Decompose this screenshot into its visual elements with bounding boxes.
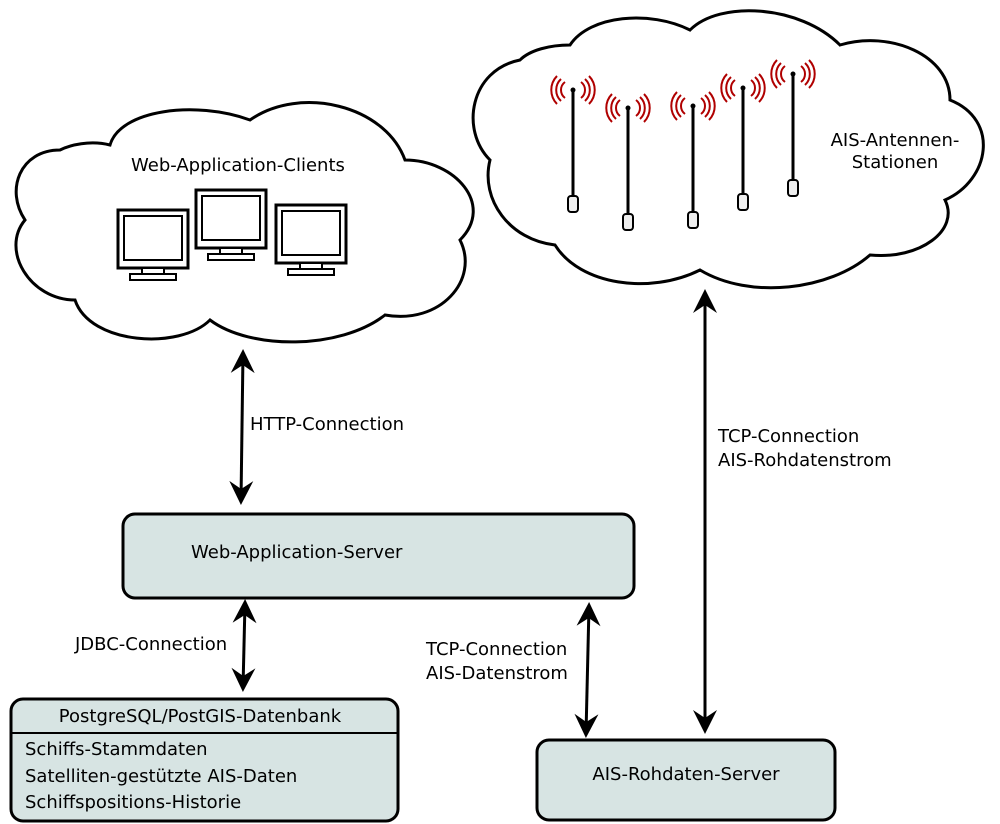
http-connection-arrow xyxy=(229,349,255,505)
database-item: Satelliten-gestützte AIS-Daten xyxy=(25,766,297,787)
database-box xyxy=(9,697,400,823)
database-item: Schiffspositions-Historie xyxy=(25,792,241,813)
jdbc-connection-label: JDBC-Connection xyxy=(74,634,227,655)
clients-cloud-label: Web-Application-Clients xyxy=(131,155,345,176)
database-title: PostgreSQL/PostGIS-Datenbank xyxy=(59,706,342,727)
web-application-server-box xyxy=(121,512,636,600)
ais-raw-data-server-label: AIS-Rohdaten-Server xyxy=(592,764,780,785)
tcp-raw-connection-label-line1: TCP-Connection xyxy=(717,426,859,447)
antennas-cloud xyxy=(471,9,985,290)
tcp-stream-connection-arrow xyxy=(574,602,601,738)
tcp-raw-connection-label-line2: AIS-Rohdatenstrom xyxy=(718,450,892,471)
antennas-cloud-label-line1: AIS-Antennen- xyxy=(831,130,960,151)
http-connection-label: HTTP-Connection xyxy=(250,414,404,435)
web-application-server-label: Web-Application-Server xyxy=(191,542,403,563)
tcp-stream-connection-label-line2: AIS-Datenstrom xyxy=(426,663,568,684)
ais-raw-data-server-box xyxy=(535,738,837,822)
jdbc-connection-arrow xyxy=(231,599,257,692)
antennas-cloud-label-line2: Stationen xyxy=(852,152,938,173)
database-item: Schiffs-Stammdaten xyxy=(25,739,208,760)
tcp-stream-connection-label-line1: TCP-Connection xyxy=(425,639,567,660)
